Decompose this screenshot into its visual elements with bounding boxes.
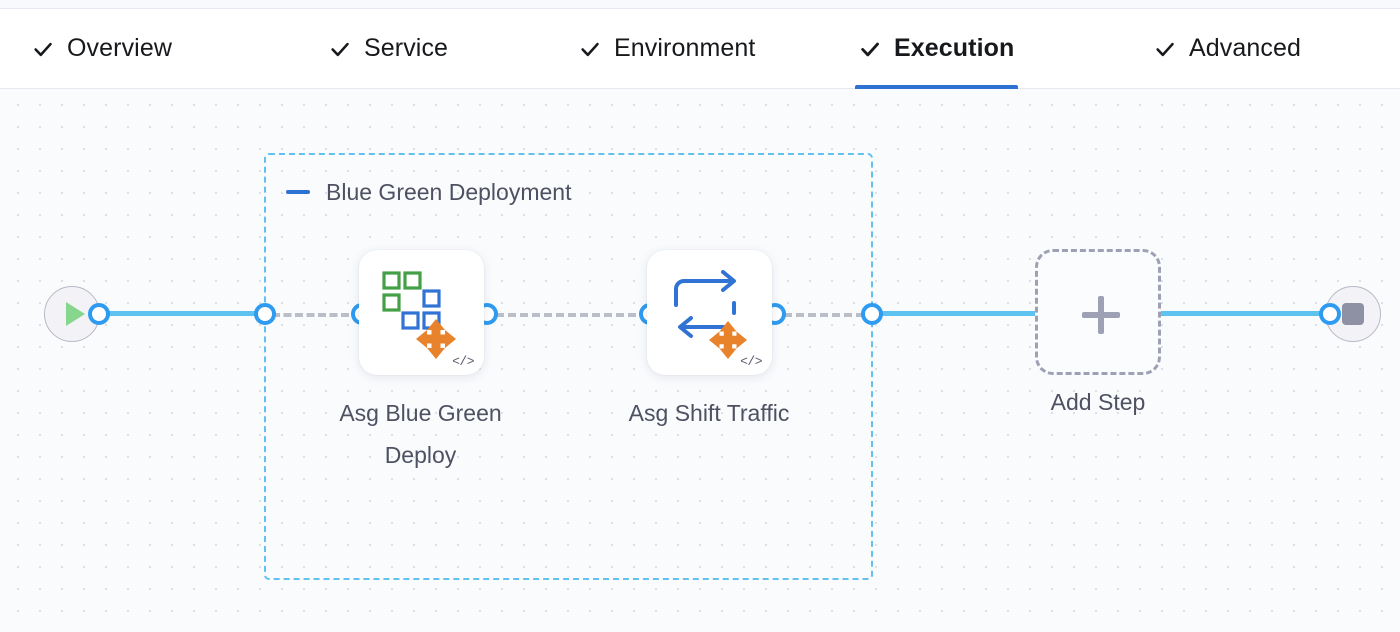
wizard-tabbar: Overview Service Environment Execution A… [0, 9, 1400, 89]
window-top-strip [0, 0, 1400, 9]
step-node-asg-blue-green-deploy[interactable]: </> [359, 250, 484, 375]
asg-shift-traffic-icon [673, 269, 747, 359]
tab-environment[interactable]: Environment [575, 9, 759, 88]
check-icon [861, 42, 879, 56]
asg-blue-green-deploy-icon [381, 270, 456, 359]
tab-label: Execution [894, 34, 1015, 62]
step-label-asg-blue-green-deploy: Asg Blue Green Deploy [339, 400, 502, 468]
play-icon [65, 302, 85, 326]
connector-group-to-add-step [872, 311, 1042, 316]
port-group-in[interactable] [254, 303, 276, 325]
tab-advanced[interactable]: Advanced [1150, 9, 1305, 88]
port-group-out[interactable] [861, 303, 883, 325]
check-icon [1156, 42, 1174, 56]
tab-label: Advanced [1189, 34, 1301, 62]
port-end-in[interactable] [1319, 303, 1341, 325]
step-group-title: Blue Green Deployment [326, 178, 572, 205]
stop-square-icon [1342, 303, 1364, 325]
check-icon [34, 42, 52, 56]
pipeline-canvas[interactable]: Blue Green Deployment [0, 89, 1400, 632]
check-icon [331, 42, 349, 56]
step-group-header: Blue Green Deployment [286, 177, 571, 207]
connector-add-step-to-end [1155, 311, 1335, 316]
step-label-asg-shift-traffic: Asg Shift Traffic [628, 400, 790, 426]
check-icon [581, 42, 599, 56]
connector-start-to-group [98, 311, 276, 316]
tab-label: Overview [67, 34, 172, 62]
code-badge: </> [740, 354, 762, 369]
tab-service[interactable]: Service [325, 9, 452, 88]
minus-icon[interactable] [286, 190, 310, 194]
step-node-asg-shift-traffic[interactable]: </> [647, 250, 772, 375]
code-badge: </> [452, 354, 474, 369]
port-start-out[interactable] [88, 303, 110, 325]
active-tab-underline [855, 85, 1019, 89]
tab-overview[interactable]: Overview [28, 9, 176, 88]
add-step-button[interactable] [1035, 249, 1161, 375]
tab-label: Environment [614, 34, 756, 62]
step-group-blue-green-deployment[interactable] [264, 153, 873, 580]
tab-label: Service [364, 34, 449, 62]
tab-execution[interactable]: Execution [855, 9, 1019, 89]
add-step-label: Add Step [1050, 389, 1146, 415]
plus-icon-vertical [1098, 296, 1104, 334]
